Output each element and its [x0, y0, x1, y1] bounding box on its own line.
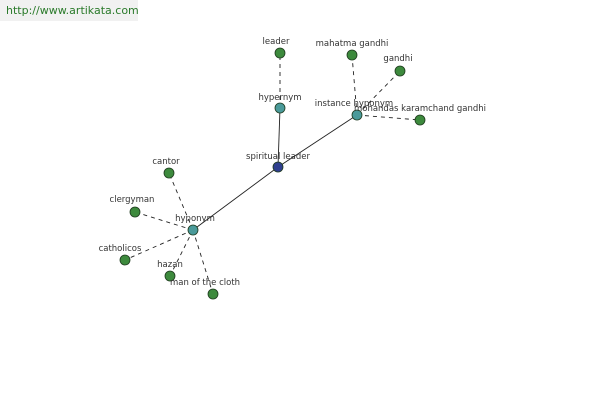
node-cantor[interactable]	[163, 167, 175, 179]
edge-root-hypernym	[277, 107, 281, 168]
edge-root-instance	[277, 114, 358, 168]
edge-instance-mohandas	[356, 114, 421, 121]
label-hypernym: hypernym	[258, 93, 301, 103]
edge-hyponym-hazan	[169, 229, 194, 277]
node-man-of-the-cloth[interactable]	[207, 288, 219, 300]
node-hyponym[interactable]	[187, 224, 199, 236]
label-catholicos: catholicos	[99, 244, 142, 254]
edge-hyponym-clergyman	[134, 211, 194, 231]
node-mohandas-karamchand-gandhi[interactable]	[414, 114, 426, 126]
source-url: http://www.artikata.com	[6, 4, 139, 17]
edge-root-hyponym	[192, 166, 279, 231]
node-layer	[119, 47, 426, 300]
node-catholicos[interactable]	[119, 254, 131, 266]
node-hazan[interactable]	[164, 270, 176, 282]
label-hazan: hazan	[157, 260, 183, 270]
edge-instance-mahatma	[351, 54, 358, 116]
label-instance-hyponym: instance hyponym	[315, 99, 393, 109]
node-leader[interactable]	[274, 47, 286, 59]
label-mohandas-karamchand-gandhi: mohandas karamchand gandhi	[354, 104, 486, 114]
node-spiritual-leader[interactable]	[272, 161, 284, 173]
node-instance-hyponym[interactable]	[351, 109, 363, 121]
edge-hyponym-cantor	[168, 172, 194, 231]
label-clergyman: clergyman	[110, 195, 155, 205]
node-mahatma-gandhi[interactable]	[346, 49, 358, 61]
edge-hyponym-cloth	[192, 229, 214, 295]
label-mahatma-gandhi: mahatma gandhi	[316, 39, 389, 49]
label-layer: spiritual leader hypernym instance hyponym…	[99, 37, 486, 288]
source-url-banner: http://www.artikata.com	[0, 0, 139, 21]
node-hypernym[interactable]	[274, 102, 286, 114]
label-gandhi: gandhi	[383, 54, 412, 64]
label-spiritual-leader: spiritual leader	[246, 152, 310, 162]
label-cantor: cantor	[152, 157, 180, 167]
node-clergyman[interactable]	[129, 206, 141, 218]
edge-instance-gandhi	[356, 70, 401, 116]
label-leader: leader	[263, 37, 290, 47]
node-gandhi[interactable]	[394, 65, 406, 77]
label-man-of-the-cloth: man of the cloth	[170, 278, 240, 288]
label-hyponym: hyponym	[175, 214, 215, 224]
edge-layer	[124, 53, 421, 295]
